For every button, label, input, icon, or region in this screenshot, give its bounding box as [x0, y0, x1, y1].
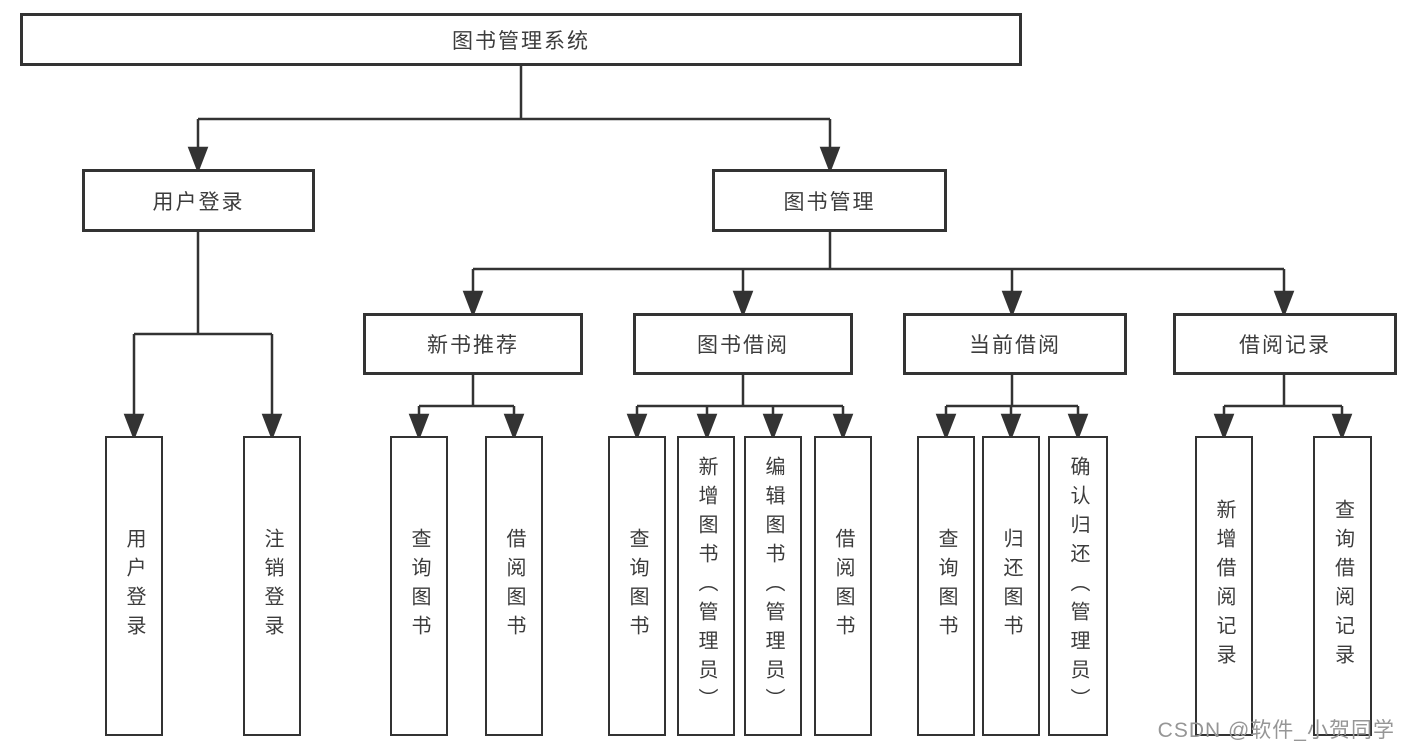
node-user-login: 用户登录: [82, 169, 315, 232]
leaf-records-query-record: 查询借阅记录: [1313, 436, 1372, 736]
connector-new-books-to-leaves: [408, 375, 525, 441]
leaf-current-query-books: 查询图书: [917, 436, 975, 736]
connector-borrowing-records-to-leaves: [1213, 375, 1353, 441]
csdn-watermark: CSDN @软件_小贺同学: [1157, 719, 1395, 742]
leaf-borrowing-add-books-admin: 新增图书（管理员）: [677, 436, 735, 736]
node-borrowing-records: 借阅记录: [1173, 313, 1397, 375]
leaf-logout: 注销登录: [243, 436, 301, 736]
node-new-books: 新书推荐: [363, 313, 583, 375]
leaf-borrowing-edit-books-admin: 编辑图书（管理员）: [744, 436, 802, 736]
leaf-user-login: 用户登录: [105, 436, 163, 736]
connector-book-borrowing-to-leaves: [626, 375, 854, 441]
leaf-borrowing-query-books: 查询图书: [608, 436, 666, 736]
node-book-management: 图书管理: [712, 169, 947, 232]
node-current-borrowing: 当前借阅: [903, 313, 1127, 375]
node-book-borrowing: 图书借阅: [633, 313, 853, 375]
node-root: 图书管理系统: [20, 13, 1022, 66]
leaf-records-add-record: 新增借阅记录: [1195, 436, 1253, 736]
connector-book-management-to-level3: [462, 232, 1295, 318]
connector-user-login-to-leaves: [123, 232, 283, 441]
leaf-newbooks-query-books: 查询图书: [390, 436, 448, 736]
leaf-current-return-books: 归还图书: [982, 436, 1040, 736]
leaf-current-confirm-return-admin: 确认归还（管理员）: [1048, 436, 1108, 736]
connector-root-to-level2: [187, 65, 841, 174]
leaf-newbooks-borrow-books: 借阅图书: [485, 436, 543, 736]
connector-current-borrowing-to-leaves: [935, 375, 1089, 441]
leaf-borrowing-borrow-books: 借阅图书: [814, 436, 872, 736]
